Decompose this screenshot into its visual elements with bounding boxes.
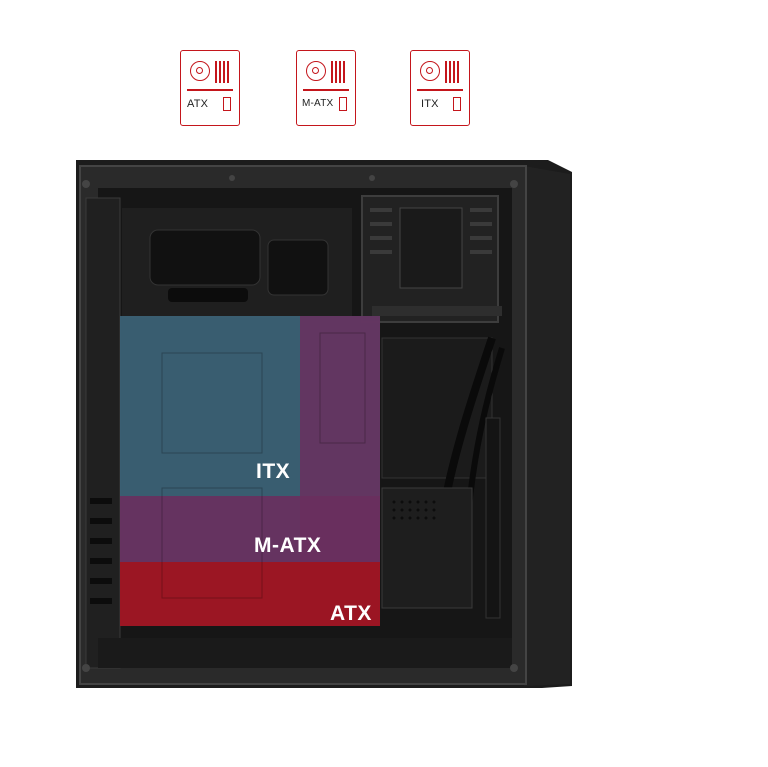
itx-label: ITX [256, 460, 291, 483]
matx-badge: M-ATX [296, 50, 356, 126]
matx-label: M-ATX [254, 534, 322, 557]
slot-icon [453, 97, 461, 111]
atx-badge: ATX [180, 50, 240, 126]
itx-badge: ITX [410, 50, 470, 126]
pc-case-photo [72, 158, 572, 688]
fan-icon [190, 61, 210, 81]
fan-icon [306, 61, 326, 81]
zone-atx-area [120, 562, 380, 626]
badge-label: ITX [421, 98, 439, 110]
badge-label: ATX [187, 98, 209, 110]
badge-label: M-ATX [302, 98, 334, 109]
vent-icon [445, 61, 463, 83]
vent-icon [215, 61, 233, 83]
vent-icon [331, 61, 349, 83]
slot-icon [339, 97, 347, 111]
badge-divider [417, 89, 463, 91]
atx-label: ATX [330, 602, 372, 625]
slot-icon [223, 97, 231, 111]
badge-divider [187, 89, 233, 91]
badge-divider [303, 89, 349, 91]
fan-icon [420, 61, 440, 81]
